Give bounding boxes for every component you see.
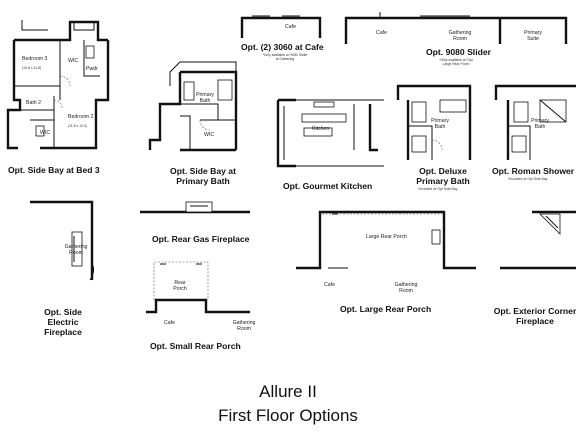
option-label-rear-gas-fireplace: Opt. Rear Gas Fireplace [152,234,250,244]
room-cafe-a: Cafe [285,24,296,30]
room-bedroom3: Bedroom 3 [22,56,48,62]
plan-small-rear-porch [146,261,250,314]
room-wic-b: WIC [40,130,51,136]
option-label-side-bay-primary-bath: Opt. Side Bay at Primary Bath [170,166,236,186]
room-primary-bath-b: Primary Bath [431,118,449,130]
room-bedroom3-dim: (10-8 x 11-8) [22,66,42,70]
option-label-large-rear-porch: Opt. Large Rear Porch [340,304,432,314]
option-note-deluxe-primary-bath: *Included w/ Opt Side Bay [418,187,458,191]
plan-cafe-windows [240,15,322,38]
room-cafe-c: Cafe [324,282,335,288]
room-kitchen: Kitchen [312,126,330,132]
room-cafe-d: Cafe [164,320,175,326]
option-label-side-bay-bed3: Opt. Side Bay at Bed 3 [8,165,100,175]
room-pwdr: Pwdr [86,66,98,72]
plan-deluxe-primary-bath [396,84,472,160]
option-note-9080-slider: *Only available w/ Opt Large Rear Porch [439,58,473,66]
option-label-cafe-windows: Opt. (2) 3060 at Cafe [241,42,324,52]
room-gathering-c: Gathering Room [394,282,418,294]
room-rear-porch: Rear Porch [173,280,187,292]
option-label-small-rear-porch: Opt. Small Rear Porch [150,341,241,351]
option-note-roman-shower: *Included w/ Opt Side Bay [508,177,548,181]
room-gathering-b: Gathering Room [64,244,88,256]
plan-side-bay-bed3 [6,20,110,150]
page-title-line1: Allure II [259,382,317,401]
plan-9080-slider [344,12,568,44]
room-bath2: Bath 2 [26,100,41,106]
room-gathering-d: Gathering Room [232,320,256,332]
option-label-gourmet-kitchen: Opt. Gourmet Kitchen [283,181,373,191]
room-gathering-a: Gathering Room [448,30,472,42]
room-bedroom2-dim: (11-8 x 12-0) [68,124,88,128]
option-label-deluxe-primary-bath: Opt. Deluxe Primary Bath [416,166,470,186]
room-primary-bath-c: Primary Bath [531,118,549,130]
room-primary-bath-a: Primary Bath [196,92,214,104]
room-wic-c: WIC [204,132,215,138]
plan-rear-gas-fireplace [140,201,250,214]
plan-side-bay-primary-bath [148,61,238,152]
room-large-rear-porch: Large Rear Porch [366,234,407,240]
room-cafe-b: Cafe [376,30,387,36]
option-label-side-electric-fireplace: Opt. Side Electric Fireplace [44,307,82,337]
room-wic-a: WIC [68,58,79,64]
plan-large-rear-porch [296,210,476,270]
room-bedroom2: Bedroom 2 [68,114,94,120]
plan-exterior-corner-fireplace [500,210,576,270]
option-label-exterior-corner-fireplace: Opt. Exterior Corner Fireplace [493,306,576,326]
plan-side-electric-fireplace [30,200,95,281]
option-note-cafe-windows: *Only available w/ 9080 Slider at Gather… [262,53,308,61]
plan-gourmet-kitchen [276,98,384,168]
option-label-9080-slider: Opt. 9080 Slider [426,47,491,57]
page-title-line2: First Floor Options [218,406,358,425]
plan-roman-shower [494,84,576,160]
room-primary-suite: Primary Suite [524,30,542,42]
option-label-roman-shower: Opt. Roman Shower [492,166,575,176]
